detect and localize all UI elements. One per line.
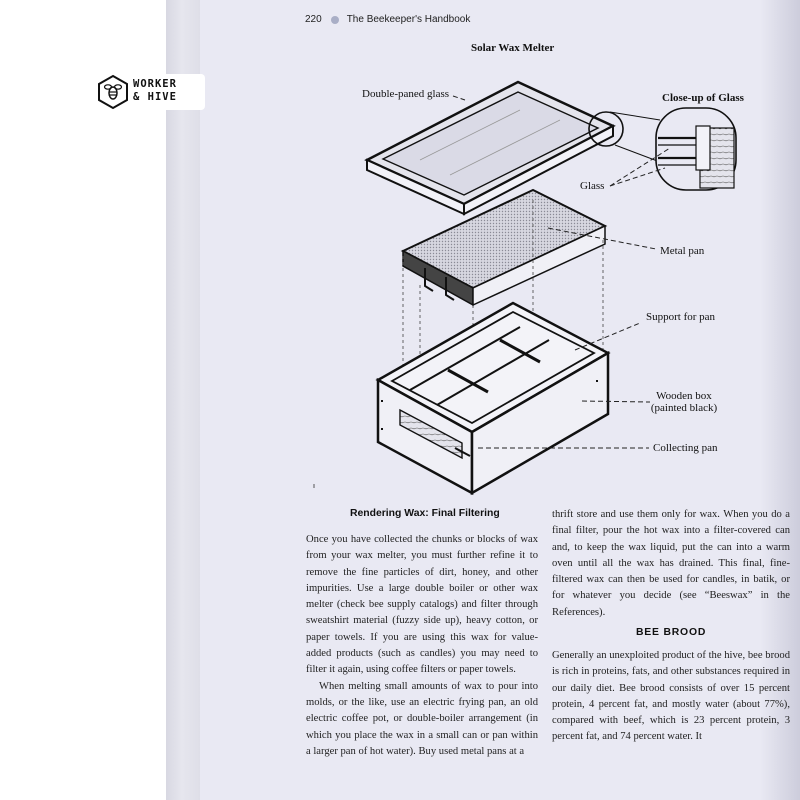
leader-lines (452, 95, 671, 449)
label-metal-pan: Metal pan (660, 245, 705, 257)
heading-bee-brood: BEE BROOD (636, 627, 707, 638)
page-edge-stack (166, 0, 206, 800)
label-wooden-box-line-1: Wooden box (656, 390, 712, 402)
logo-text: WORKER & HIVE (133, 78, 177, 104)
label-support-for-pan: Support for pan (646, 311, 716, 323)
diagram-title: Solar Wax Melter (471, 42, 555, 54)
right-column-top-text: thrift store and use them only for wax. … (552, 507, 790, 621)
logo-line-2: & HIVE (133, 91, 177, 103)
page-number: 220 (305, 14, 322, 25)
book-title: The Beekeeper's Handbook (346, 14, 471, 25)
glass-lid (364, 80, 616, 216)
running-header: 220 The Beekeeper's Handbook (305, 14, 470, 25)
glass-closeup (588, 107, 737, 191)
hexagon-bee-icon (98, 74, 128, 110)
heading-rendering-wax: Rendering Wax: Final Filtering (350, 508, 500, 519)
paragraph: thrift store and use them only for wax. … (552, 509, 790, 618)
left-column-text: Once you have collected the chunks or bl… (306, 532, 538, 760)
paragraph: Once you have collected the chunks or bl… (306, 534, 538, 676)
label-wooden-box: Wooden box (painted black) (648, 390, 720, 414)
label-double-paned-glass: Double-paned glass (362, 88, 450, 100)
label-collecting-pan: Collecting pan (653, 442, 718, 454)
paragraph: Generally an unexploited product of the … (552, 650, 790, 743)
spine-shadow (760, 0, 800, 800)
logo-line-1: WORKER (133, 78, 177, 90)
label-wooden-box-line-2: (painted black) (650, 402, 718, 414)
metal-pan (400, 188, 608, 307)
label-glass: Glass (580, 180, 605, 192)
worker-hive-logo: WORKER & HIVE (95, 74, 205, 110)
right-column-bottom-text: Generally an unexploited product of the … (552, 648, 790, 746)
header-dot (330, 15, 339, 24)
paragraph: When melting small amounts of wax to pou… (306, 680, 538, 757)
closeup-title: Close-up of Glass (662, 92, 744, 104)
wooden-box (375, 301, 611, 496)
